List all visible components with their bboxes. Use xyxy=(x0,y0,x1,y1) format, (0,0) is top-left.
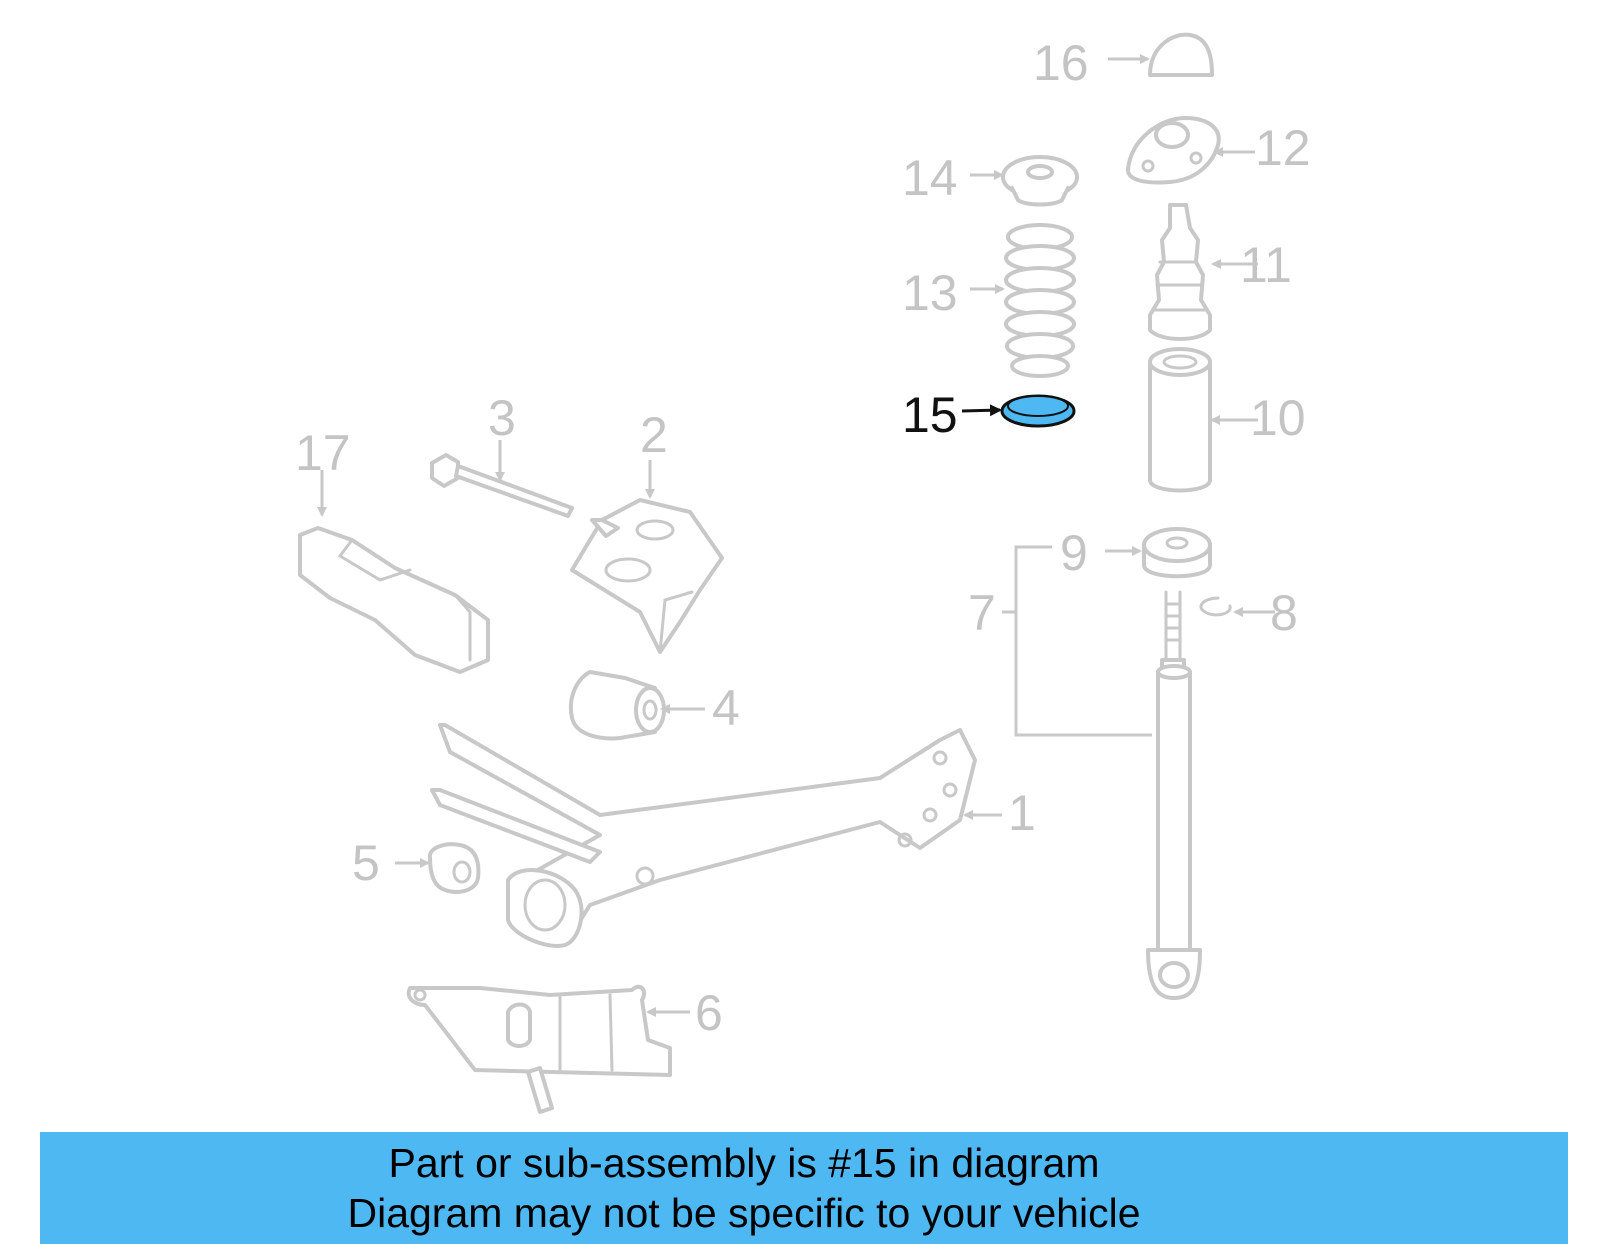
callout-5: 5 xyxy=(352,835,380,891)
part-2-mounting-bracket xyxy=(570,460,724,654)
callout-14: 14 xyxy=(902,150,958,206)
callout-17: 17 xyxy=(295,425,351,481)
part-12-upper-mount xyxy=(1126,116,1255,185)
callout-7: 7 xyxy=(968,585,996,641)
part-11-bump-stop xyxy=(1148,203,1258,341)
part-3-bolt xyxy=(430,440,574,518)
callout-3: 3 xyxy=(488,390,516,446)
callout-11: 11 xyxy=(1240,237,1292,293)
part-14-upper-spring-seat xyxy=(970,155,1079,207)
callout-6: 6 xyxy=(695,985,723,1041)
callout-16: 16 xyxy=(1033,35,1089,91)
callout-2: 2 xyxy=(640,407,668,463)
part-9-bushing xyxy=(1105,527,1212,579)
part-15-lower-spring-seat xyxy=(961,394,1076,428)
part-17-crossmember xyxy=(298,470,490,674)
callout-13: 13 xyxy=(902,265,958,321)
callout-10: 10 xyxy=(1250,390,1306,446)
callout-12: 12 xyxy=(1255,120,1311,176)
part-13-coil-spring xyxy=(970,223,1076,378)
callout-1: 1 xyxy=(1008,785,1036,841)
part-6-bracket xyxy=(406,984,690,1114)
callout-15: 15 xyxy=(902,387,958,443)
part-4-bushing xyxy=(569,670,705,741)
part-10-dust-boot xyxy=(1148,347,1258,493)
part-1-rear-axle-beam xyxy=(430,723,1002,948)
part-8-clip xyxy=(1199,596,1275,617)
part-5-bushing xyxy=(395,842,481,894)
part-7-shock-absorber xyxy=(1002,545,1202,1000)
banner-line-disclaimer: Diagram may not be specific to your vehi… xyxy=(347,1190,1141,1236)
callout-9: 9 xyxy=(1060,525,1088,581)
info-banner: Part or sub-assembly is #15 in diagram D… xyxy=(40,1132,1568,1244)
part-16-cap xyxy=(1108,32,1214,77)
callout-8: 8 xyxy=(1270,585,1298,641)
callout-4: 4 xyxy=(712,680,740,736)
banner-line-part: Part or sub-assembly is #15 in diagram xyxy=(388,1140,1100,1186)
